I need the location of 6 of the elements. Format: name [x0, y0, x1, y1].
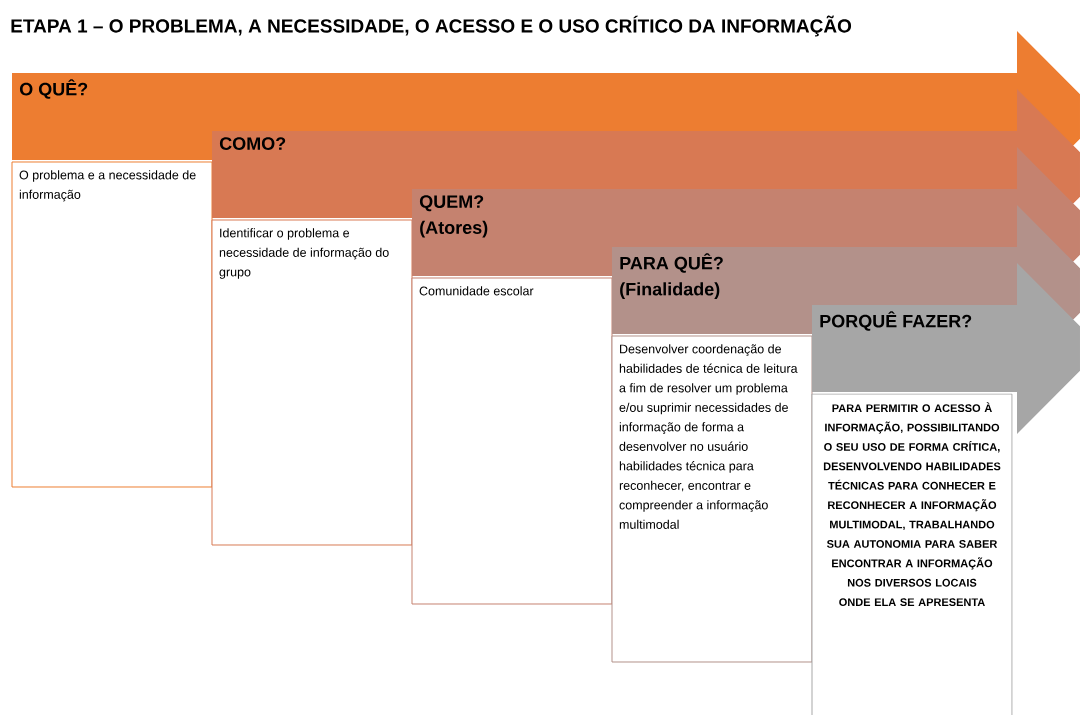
title: ETAPA 1 – O PROBLEMA, A NECESSIDADE, O ACESSO E O USO CRÍTICO DA INFORMAÇÃO	[11, 15, 852, 37]
text-box: Comunidade escolar	[411, 277, 613, 605]
text-box: O problema e a necessidade de informação	[11, 161, 213, 488]
text-box: Identificar o problema e necessidade de informação do grupo	[211, 219, 413, 546]
text-box: Desenvolver coordenação de habilidades de técnica de leitura a fim de resolver um problema e/ou suprimir necessidades de informação de forma a desenvolver no usuário habilidades técnica para reconhecer, encontrar e compreender a informação multimodal	[611, 335, 813, 663]
text-box: PARA PERMITIR O ACESSO À INFORMAÇÃO, POSSIBILITANDO O SEU USO DE FORMA CRÍTICA, DESENVOLVENDO HABILIDADES TÉCNICAS PARA CONHECER E RECONHECER A INFORMAÇÃO MULTIMODAL, TRABALHANDO SUA AUTONOMIA PARA SABER ENCONTRAR A INFORMAÇÃO NOS DIVERSOS LOCAIS ONDE ELA SE APRESENTA	[811, 393, 1013, 715]
